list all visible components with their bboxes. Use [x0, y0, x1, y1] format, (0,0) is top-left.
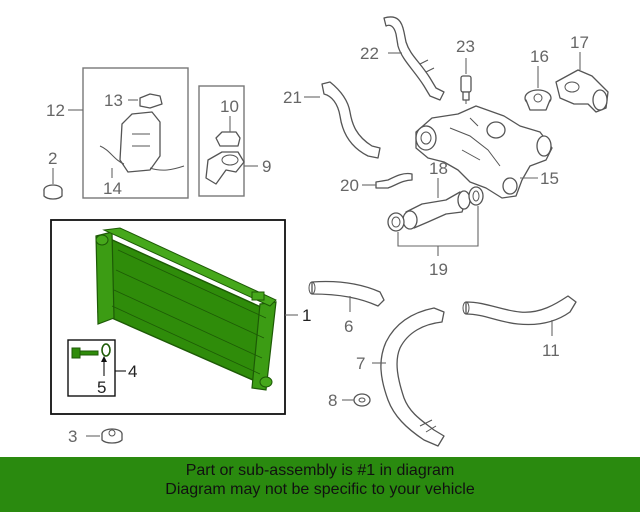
- callout-17[interactable]: 17: [570, 33, 589, 52]
- assembly-9-box: [198, 85, 245, 197]
- callout-20[interactable]: 20: [340, 176, 359, 195]
- assembly-4-box: [67, 339, 116, 397]
- callout-21[interactable]: 21: [283, 88, 302, 107]
- callout-4[interactable]: 4: [128, 362, 137, 381]
- callout-11[interactable]: 11: [542, 341, 560, 360]
- callout-18[interactable]: 18: [429, 159, 448, 178]
- callout-10[interactable]: 10: [220, 97, 239, 116]
- part-21-hose[interactable]: [321, 81, 381, 159]
- part-19-gaskets[interactable]: [387, 186, 484, 232]
- callout-19[interactable]: 19: [429, 260, 448, 279]
- part-7-hose[interactable]: [380, 307, 445, 447]
- part-17-housing[interactable]: [555, 69, 609, 113]
- callout-6[interactable]: 6: [344, 317, 353, 336]
- assembly-12-box: [82, 67, 189, 199]
- callout-16[interactable]: 16: [530, 47, 549, 66]
- part-10-cap[interactable]: [215, 131, 241, 147]
- part-18-pipe[interactable]: [402, 190, 471, 230]
- part-20-hose[interactable]: [375, 172, 413, 189]
- callout-15[interactable]: 15: [540, 169, 559, 188]
- callout-12[interactable]: 12: [46, 101, 65, 120]
- leader-19: [397, 206, 479, 256]
- callout-1[interactable]: 1: [302, 306, 311, 325]
- callout-3[interactable]: 3: [68, 427, 77, 446]
- part-1-radiator[interactable]: [95, 227, 277, 391]
- part-9-filler-neck[interactable]: [205, 151, 245, 185]
- parts-diagram: 22 23 16 17 21 15 20: [43, 16, 609, 447]
- callout-23[interactable]: 23: [456, 37, 475, 56]
- info-banner: Part or sub-assembly is #1 in diagram Di…: [0, 457, 640, 512]
- part-5-bolt[interactable]: [71, 347, 99, 359]
- assembly-1-box: [50, 219, 286, 415]
- part-2-cap[interactable]: [43, 184, 63, 200]
- callout-14[interactable]: 14: [103, 179, 122, 198]
- callout-5[interactable]: 5: [97, 378, 106, 397]
- callout-7[interactable]: 7: [356, 354, 365, 373]
- callout-22[interactable]: 22: [360, 44, 379, 63]
- arrow-5: [101, 356, 107, 362]
- part-15-water-outlet[interactable]: [415, 105, 553, 199]
- part-22-hose[interactable]: [383, 16, 445, 101]
- part-23-sensor[interactable]: [460, 75, 472, 104]
- callout-9[interactable]: 9: [262, 157, 271, 176]
- part-8-clamp[interactable]: [353, 393, 371, 407]
- callout-2[interactable]: 2: [48, 149, 57, 168]
- part-6-hose[interactable]: [308, 280, 385, 307]
- part-11-hose[interactable]: [462, 295, 577, 326]
- callout-8[interactable]: 8: [328, 391, 337, 410]
- part-5-o-ring[interactable]: [101, 343, 111, 357]
- part-16-thermostat[interactable]: [524, 89, 552, 111]
- part-3-plug[interactable]: [101, 428, 123, 444]
- banner-line-1: Part or sub-assembly is #1 in diagram: [185, 462, 455, 479]
- part-13-cap[interactable]: [139, 93, 163, 109]
- banner-line-2: Diagram may not be specific to your vehi…: [165, 481, 475, 498]
- callout-13[interactable]: 13: [104, 91, 123, 110]
- part-14-reservoir[interactable]: [99, 111, 185, 173]
